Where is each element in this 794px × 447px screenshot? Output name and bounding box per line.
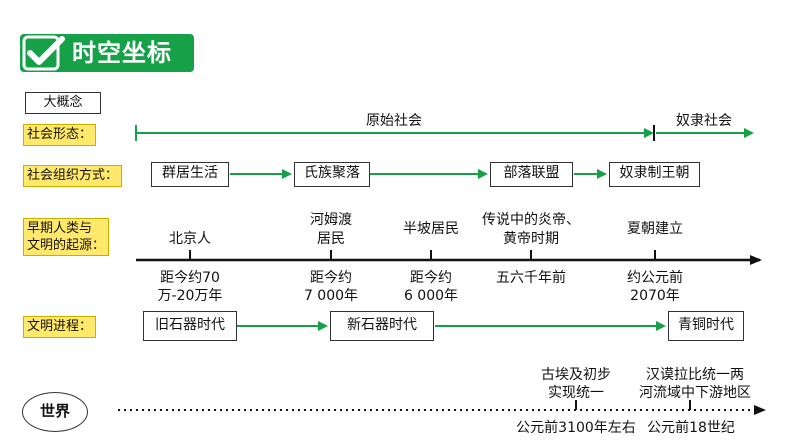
origin-date-4: 五六千年前 (496, 270, 566, 286)
origin-top-5: 夏朝建立 (627, 221, 683, 237)
origin-top-2a: 河姆渡 (310, 212, 352, 228)
primitive-society-text: 原始社会 (366, 113, 422, 129)
origins-label-line1: 早期人类与 (27, 221, 93, 236)
origin-top-4b: 黄帝时期 (503, 231, 559, 247)
world-date-1: 公元前3100年左右 (516, 420, 636, 436)
world-oval: 世界 (22, 392, 88, 432)
world-date-2: 公元前18世纪 (647, 420, 735, 436)
origin-date-2b: 7 000年 (303, 288, 359, 304)
civ-box-paleolithic: 旧石器时代 (143, 311, 237, 341)
origins-label: 早期人类与 文明的起源： (23, 218, 110, 256)
concept-box: 大概念 (25, 92, 101, 114)
civ-box-bronze: 青铜时代 (668, 311, 744, 341)
origins-label-line2: 文明的起源： (27, 238, 106, 253)
check-icon (22, 35, 65, 71)
origin-top-4a: 传说中的炎帝、 (482, 212, 580, 228)
civ-process-label: 文明进程： (23, 316, 97, 338)
org-box-2: 氏族聚落 (294, 162, 370, 187)
social-form-label: 社会形态： (23, 124, 97, 146)
world-event-2b: 河流域中下游地区 (639, 385, 751, 401)
world-event-2a: 汉谟拉比统一两 (646, 367, 744, 383)
page-title: 时空坐标 (72, 39, 172, 67)
social-org-label: 社会组织方式： (23, 165, 123, 187)
origin-date-5a: 约公元前 (627, 270, 683, 286)
org-box-4: 奴隶制王朝 (609, 162, 700, 187)
origin-date-1a: 距今约70 (160, 270, 220, 286)
slave-society-text: 奴隶社会 (676, 113, 732, 129)
origin-top-2b: 居民 (317, 231, 345, 247)
origin-date-3a: 距今约 (410, 270, 452, 286)
org-box-1: 群居生活 (151, 162, 229, 187)
org-box-3: 部落联盟 (490, 162, 573, 187)
origin-date-3b: 6 000年 (403, 288, 459, 304)
origin-date-2a: 距今约 (310, 270, 352, 286)
origin-date-1b: 万-20万年 (157, 288, 223, 304)
world-event-1a: 古埃及初步 (541, 367, 611, 383)
world-event-1b: 实现统一 (548, 385, 604, 401)
civ-box-neolithic: 新石器时代 (330, 311, 434, 341)
origin-date-5b: 2070年 (630, 288, 680, 304)
origin-top-3: 半坡居民 (403, 221, 459, 237)
origin-top-1: 北京人 (169, 231, 211, 247)
